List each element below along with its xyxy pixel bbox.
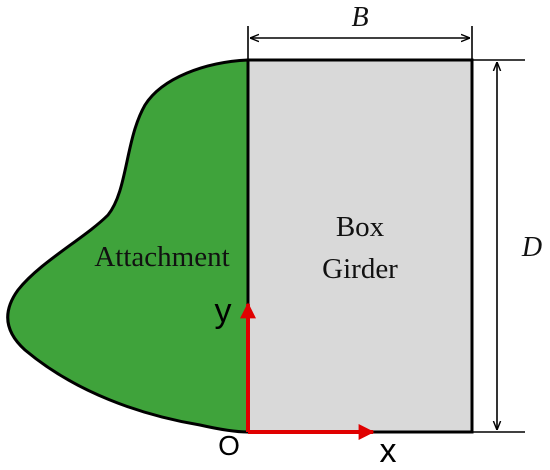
- attachment-shape: [6, 58, 250, 434]
- width-label-b: B: [351, 2, 368, 33]
- box-girder-rect: [246, 58, 474, 434]
- origin-label: O: [218, 430, 240, 461]
- depth-label-d: D: [521, 232, 542, 263]
- attachment-label: Attachment: [94, 241, 229, 273]
- box-girder-label-line1: Box: [336, 211, 385, 243]
- y-axis-label: y: [215, 292, 232, 330]
- box-girder-label-line2: Girder: [322, 253, 398, 285]
- x-axis-label: x: [380, 432, 397, 470]
